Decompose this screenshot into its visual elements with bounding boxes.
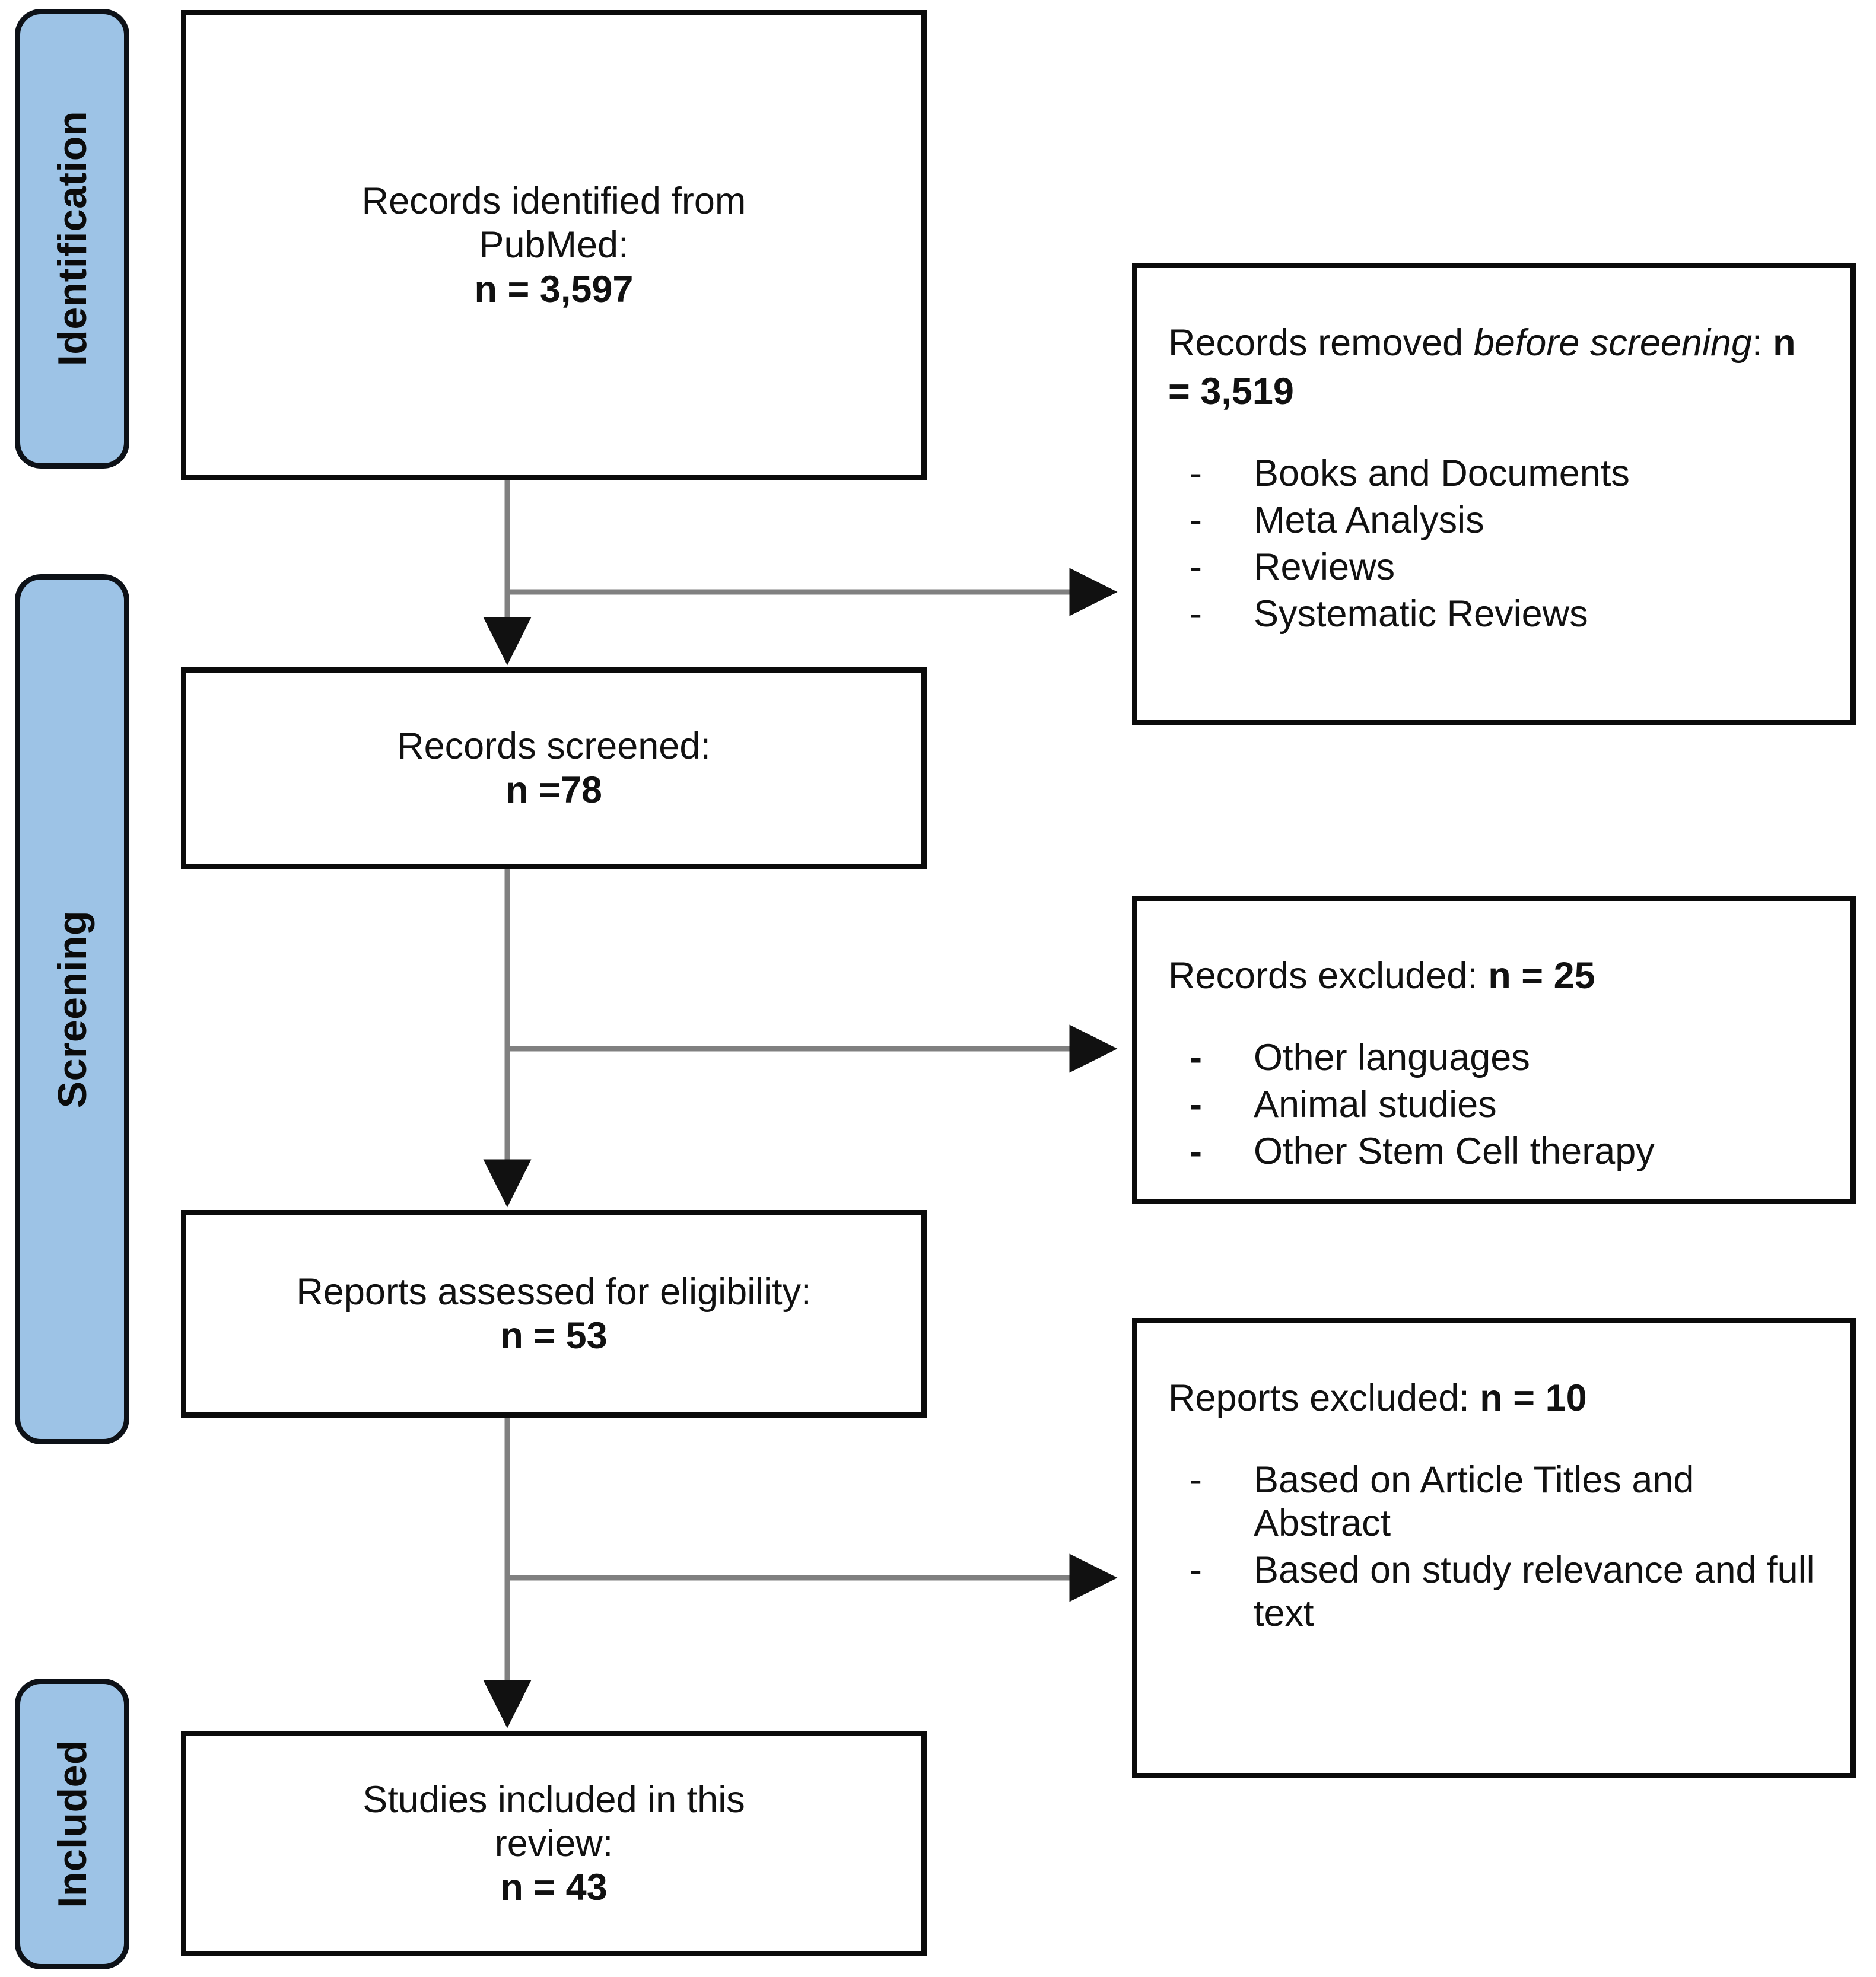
list-item-label: Meta Analysis bbox=[1254, 499, 1484, 541]
list-item-label: Systematic Reviews bbox=[1254, 593, 1588, 635]
exclusion-head-records-removed: Records removed before screening: n = 3,… bbox=[1137, 319, 1850, 416]
flow-box-records-identified-text: Records identified from PubMed: n = 3,59… bbox=[338, 179, 770, 311]
list-item: - Reviews bbox=[1190, 546, 1820, 589]
exclusion-head-reports-excluded: Reports excluded: n = 10 bbox=[1137, 1374, 1850, 1423]
list-item: - Based on Article Titles and Abstract bbox=[1190, 1459, 1820, 1545]
phase-label-included: Included bbox=[49, 1740, 95, 1908]
phase-bar-identification: Identification bbox=[15, 9, 129, 469]
phase-bar-screening: Screening bbox=[15, 574, 129, 1444]
list-item-label: Animal studies bbox=[1254, 1083, 1497, 1125]
exclusion-head-records-excluded: Records excluded: n = 25 bbox=[1137, 952, 1850, 1001]
head-text: Records removed bbox=[1168, 322, 1474, 364]
list-item: - Books and Documents bbox=[1190, 452, 1820, 495]
list-item-label: Other languages bbox=[1254, 1036, 1530, 1078]
text-line: PubMed: bbox=[479, 224, 629, 266]
flow-box-records-identified: Records identified from PubMed: n = 3,59… bbox=[181, 10, 927, 480]
text-line: Studies included in this bbox=[363, 1778, 745, 1820]
head-emphasis: before screening bbox=[1473, 322, 1753, 364]
list-item-label: Based on study relevance and full text bbox=[1254, 1549, 1815, 1635]
list-item-label: Reviews bbox=[1254, 546, 1395, 588]
list-item: - Systematic Reviews bbox=[1190, 593, 1820, 636]
text-line: Records identified from bbox=[361, 180, 746, 222]
text-line: Reports assessed for eligibility: bbox=[296, 1271, 812, 1313]
count-value: n =78 bbox=[505, 769, 602, 811]
bullet-dash-icon: - bbox=[1190, 1131, 1202, 1173]
flow-box-records-screened-text: Records screened: n =78 bbox=[373, 724, 734, 813]
list-item: - Meta Analysis bbox=[1190, 499, 1820, 542]
exclusion-box-records-excluded: Records excluded: n = 25 - Other language… bbox=[1132, 896, 1856, 1204]
bullet-dash-icon: - bbox=[1190, 1083, 1202, 1125]
list-item-label: Books and Documents bbox=[1254, 452, 1630, 494]
exclusion-reason-list-records-removed: - Books and Documents - Meta Analysis - Rev… bbox=[1137, 452, 1850, 639]
flow-box-reports-assessed-text: Reports assessed for eligibility: n = 53 bbox=[272, 1270, 835, 1358]
flow-box-records-screened: Records screened: n =78 bbox=[181, 667, 927, 869]
count-value: n = 43 bbox=[500, 1867, 608, 1909]
head-text: Records excluded: bbox=[1168, 955, 1489, 997]
exclusion-box-records-removed-before-screening: Records removed before screening: n = 3,… bbox=[1132, 263, 1856, 725]
list-item: - Other Stem Cell therapy bbox=[1190, 1130, 1820, 1173]
count-value: n = 53 bbox=[500, 1315, 608, 1357]
bullet-dash-icon: - bbox=[1190, 1036, 1202, 1078]
bullet-dash-icon: - bbox=[1190, 546, 1202, 588]
flow-box-reports-assessed: Reports assessed for eligibility: n = 53 bbox=[181, 1210, 927, 1418]
text-line: Records screened: bbox=[397, 725, 711, 767]
list-item-label: Based on Article Titles and Abstract bbox=[1254, 1459, 1694, 1544]
bullet-dash-icon: - bbox=[1190, 1549, 1202, 1591]
text-line: review: bbox=[494, 1822, 613, 1864]
flow-box-studies-included: Studies included in this review: n = 43 bbox=[181, 1731, 927, 1956]
list-item: - Other languages bbox=[1190, 1036, 1820, 1080]
phase-label-identification: Identification bbox=[49, 111, 95, 367]
exclusion-count-value: n = 10 bbox=[1480, 1377, 1587, 1419]
bullet-dash-icon: - bbox=[1190, 593, 1202, 635]
list-item-label: Other Stem Cell therapy bbox=[1254, 1131, 1655, 1173]
list-item: - Based on study relevance and full text bbox=[1190, 1549, 1820, 1635]
exclusion-box-reports-excluded: Reports excluded: n = 10 - Based on Artic… bbox=[1132, 1318, 1856, 1778]
bullet-dash-icon: - bbox=[1190, 452, 1202, 494]
exclusion-reason-list-records-excluded: - Other languages - Animal studies - Other … bbox=[1137, 1036, 1850, 1177]
head-text: Reports excluded: bbox=[1168, 1377, 1480, 1419]
exclusion-count-value: n = 25 bbox=[1488, 955, 1595, 997]
head-colon: : bbox=[1752, 322, 1763, 364]
flow-box-studies-included-text: Studies included in this review: n = 43 bbox=[339, 1778, 768, 1910]
phase-label-screening: Screening bbox=[49, 910, 95, 1109]
phase-bar-included: Included bbox=[15, 1679, 129, 1969]
list-item: - Animal studies bbox=[1190, 1083, 1820, 1126]
count-value: n = 3,597 bbox=[474, 268, 634, 310]
bullet-dash-icon: - bbox=[1190, 499, 1202, 541]
bullet-dash-icon: - bbox=[1190, 1459, 1202, 1501]
exclusion-reason-list-reports-excluded: - Based on Article Titles and Abstract - B… bbox=[1137, 1459, 1850, 1639]
exclusion-count-value: n = 3,519 bbox=[1168, 322, 1796, 412]
